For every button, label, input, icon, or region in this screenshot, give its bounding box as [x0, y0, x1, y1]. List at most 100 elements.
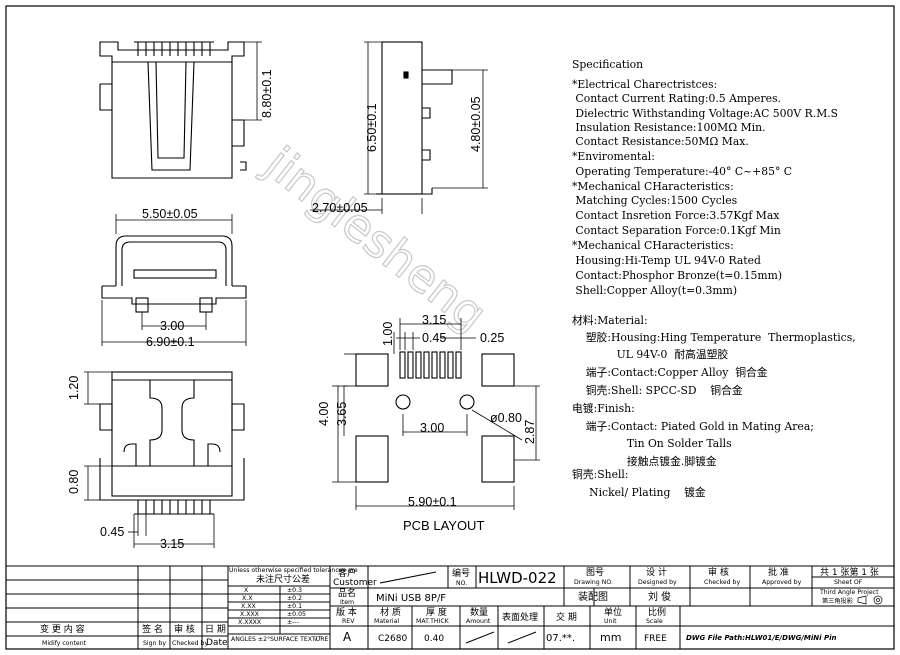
item-en: Item [340, 599, 354, 606]
scale-value: FREE [644, 634, 667, 644]
sheet-frame [5, 5, 895, 650]
dim-top-height-lines [232, 41, 262, 121]
no-cn: 编号 [452, 567, 470, 579]
dim-bottom-045: 0.45 [100, 525, 124, 539]
item-cn: 品名 [338, 587, 356, 599]
spec-line: *Mechanical CHaracteristics: [572, 239, 734, 252]
projection-cn: 第三角投影 [822, 597, 853, 605]
pcb-layout-label: PCB LAYOUT [403, 518, 484, 533]
material-value: C2680 [378, 634, 407, 644]
front-view [101, 235, 247, 313]
spec-line: Contact Separation Force:0.1Kgf Min [572, 224, 781, 237]
title-block-text: Unless otherwise specified tolerances ar… [40, 566, 883, 648]
sign-cn: 签 名 [142, 623, 163, 635]
material-line: 接触点镀金.脚镀金 [572, 454, 717, 468]
tol-key: X.XXX [240, 611, 260, 618]
spec-line: *Electrical Charectristces: [572, 78, 717, 91]
top-view [99, 41, 247, 179]
tol-key: X [244, 587, 249, 594]
spec-line: Contact Insretion Force:3.57Kgf Max [572, 209, 779, 222]
dim-side-height: 6.50±0.1 [365, 103, 379, 152]
material-line: 铜壳:Shell: [572, 467, 629, 481]
rev-check-cn: 审 核 [174, 623, 195, 635]
tol-value: ±0.05 [287, 611, 306, 618]
dim-pcb-hole: ø0.80 [490, 411, 522, 425]
material-line: 电镀:Finish: [572, 401, 635, 415]
spec-line: *Mechanical CHaracteristics: [572, 180, 734, 193]
assembly-drawing: 装配图 [578, 590, 608, 603]
dim-bottom-lines [84, 371, 215, 548]
dim-bottom-120: 1.20 [67, 376, 81, 400]
drawing-number: HLWD-022 [478, 569, 557, 587]
dim-pcb-045: 0.45 [422, 331, 446, 345]
dim-side-lines [310, 41, 488, 214]
tol-value: ±0.3 [287, 587, 302, 594]
surface-cn: 表面处理 [502, 611, 538, 623]
spec-line: Dielectric Withstanding Voltage:AC 500V … [572, 107, 838, 120]
drawno-en: Drawing NO. [574, 579, 613, 586]
tol-value: ±0.2 [287, 595, 302, 602]
rev-cn: 版 本 [336, 606, 357, 618]
projection-symbol-icon [857, 595, 883, 605]
tol-header: Unless otherwise specified tolerances ar… [229, 567, 358, 574]
rev-en: REV [342, 618, 355, 625]
tol-value: ±0.1 [287, 603, 302, 610]
dim-side-depth: 2.70±0.05 [312, 201, 368, 215]
dim-pcb-400: 4.00 [317, 402, 331, 426]
thick-en: MAT.THICK [416, 618, 450, 625]
designer-name: 刘 俊 [648, 590, 671, 603]
approved-en: Approved by [762, 579, 802, 586]
bottom-view [99, 371, 245, 515]
date-en: Date [206, 638, 228, 648]
dwg-file-path: DWG File Path:HLW01/E/DWG/MiNi Pin [686, 634, 837, 642]
tol-key: X.X [242, 595, 253, 602]
title-block [6, 565, 894, 649]
projection-en: Third Angle Project [819, 589, 879, 596]
rev-content-en: Midify content [42, 640, 87, 647]
item-value: MiNi USB 8P/F [376, 593, 446, 604]
thick-cn: 厚 度 [426, 606, 447, 618]
dim-front-pitch: 3.00 [160, 319, 184, 333]
rev-content-cn: 变 更 内 容 [40, 623, 85, 635]
dim-pcb-590: 5.90±0.1 [408, 495, 457, 509]
amount-en: Amount [466, 618, 491, 625]
dim-pcb-287: 2.87 [523, 420, 537, 444]
dim-pcb-365: 3.65 [335, 402, 349, 426]
pcb-layout [355, 351, 515, 483]
material-line: 端子:Contact: Piated Gold in Mating Area; [572, 420, 814, 433]
dim-front-width-bottom: 6.90±0.1 [146, 335, 195, 349]
spec-line: Operating Temperature:-40° C~+85° C [572, 165, 792, 178]
approved-cn: 批 准 [768, 566, 789, 578]
spec-line: Insulation Resistance:100MΩ Min. [572, 121, 766, 134]
checked-cn: 审 核 [708, 566, 729, 578]
rev-value: A [343, 630, 352, 644]
designed-cn: 设 计 [646, 566, 667, 578]
rev-check-en: Checked by [172, 640, 208, 647]
material-line: Tin On Solder Talls [572, 437, 732, 450]
unit-en: Unit [604, 618, 617, 625]
customer-en: Customer [333, 578, 377, 588]
drawno-cn: 图号 [586, 567, 604, 578]
customer-cn: 客户 [338, 567, 356, 579]
material-lines: 材料:Material: 塑胶:Housing:Hing Temperature… [572, 313, 856, 499]
material-line: 铜壳:Shell: SPCC-SD 铜合金 [572, 383, 743, 397]
material-line: 端子:Contact:Copper Alloy 铜合金 [572, 365, 768, 379]
delivery-value: 07.**. [546, 633, 575, 644]
spec-line: *Enviromental: [572, 150, 655, 163]
watermark: jinglesheng [254, 135, 497, 341]
dim-bottom-080: 0.80 [67, 470, 81, 494]
material-line: 材料:Material: [572, 313, 648, 327]
scale-cn: 比例 [648, 606, 666, 618]
spec-line: Contact:Phosphor Bronze(t=0.15mm) [572, 269, 782, 282]
dim-pcb-315: 3.15 [422, 313, 446, 327]
sign-en: Sign by [143, 640, 166, 647]
spec-line: Contact Resistance:50MΩ Max. [572, 135, 749, 148]
material-line: UL 94V-0 耐高温塑胶 [572, 347, 728, 361]
spec-line: Housing:Hi-Temp UL 94V-0 Rated [572, 254, 761, 267]
spec-line: Matching Cycles:1500 Cycles [572, 194, 737, 207]
date-cn: 日 期 [205, 624, 226, 635]
dim-front-width-top: 5.50±0.05 [142, 207, 198, 221]
spec-lines: *Electrical Charectristces: Contact Curr… [572, 78, 838, 297]
delivery-cn: 交 期 [556, 611, 577, 623]
